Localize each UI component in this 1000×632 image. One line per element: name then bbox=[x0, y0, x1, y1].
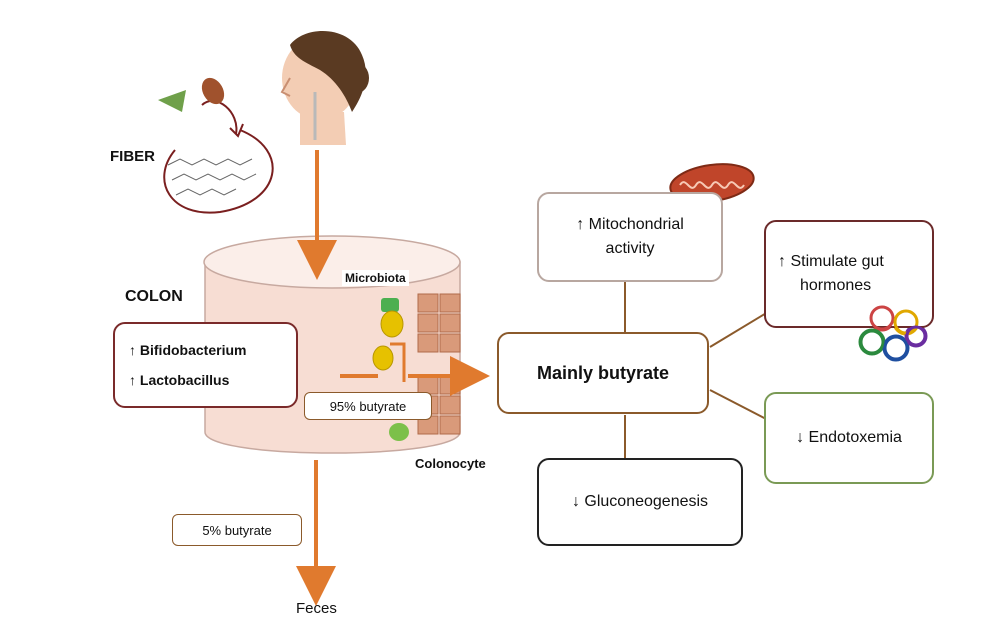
endotoxemia-box: ↓ Endotoxemia bbox=[764, 392, 934, 484]
gut-hormones-line1: ↑ Stimulate gut bbox=[778, 253, 884, 270]
head-profile-icon bbox=[280, 31, 369, 145]
leaf-icon bbox=[158, 90, 186, 112]
microbiota-bacteria bbox=[372, 298, 409, 441]
mitochondrial-line1: ↑ Mitochondrial bbox=[576, 216, 684, 233]
connector-lines bbox=[624, 282, 769, 458]
fiber-structure-sketch bbox=[167, 158, 257, 196]
bifidobacterium-text: ↑ Bifidobacterium bbox=[129, 342, 247, 358]
mitochondrial-activity-box: ↑ Mitochondrial activity bbox=[537, 192, 723, 282]
mainly-butyrate-box: Mainly butyrate bbox=[497, 332, 709, 414]
feces-label: Feces bbox=[296, 600, 337, 617]
butyrate-95-box: 95% butyrate bbox=[304, 392, 432, 420]
colonocyte-label: Colonocyte bbox=[415, 456, 486, 471]
hormone-overlay bbox=[859, 305, 927, 361]
colon-bacteria-box: ↑ Bifidobacterium ↑ Lactobacillus bbox=[113, 322, 298, 408]
colon-label: COLON bbox=[125, 288, 183, 305]
microbiota-label: Microbiota bbox=[342, 270, 409, 286]
mitochondrial-line2: activity bbox=[605, 240, 655, 257]
gut-hormones-line2: hormones bbox=[800, 277, 872, 294]
almond-icon bbox=[201, 77, 225, 105]
flow-arrows bbox=[296, 150, 490, 606]
fiber-label: FIBER bbox=[110, 148, 155, 165]
fiber-molecule bbox=[163, 99, 274, 214]
butyrate-5-box: 5% butyrate bbox=[172, 514, 302, 546]
gluconeogenesis-box: ↓ Gluconeogenesis bbox=[537, 458, 743, 546]
lactobacillus-text: ↑ Lactobacillus bbox=[129, 372, 230, 388]
